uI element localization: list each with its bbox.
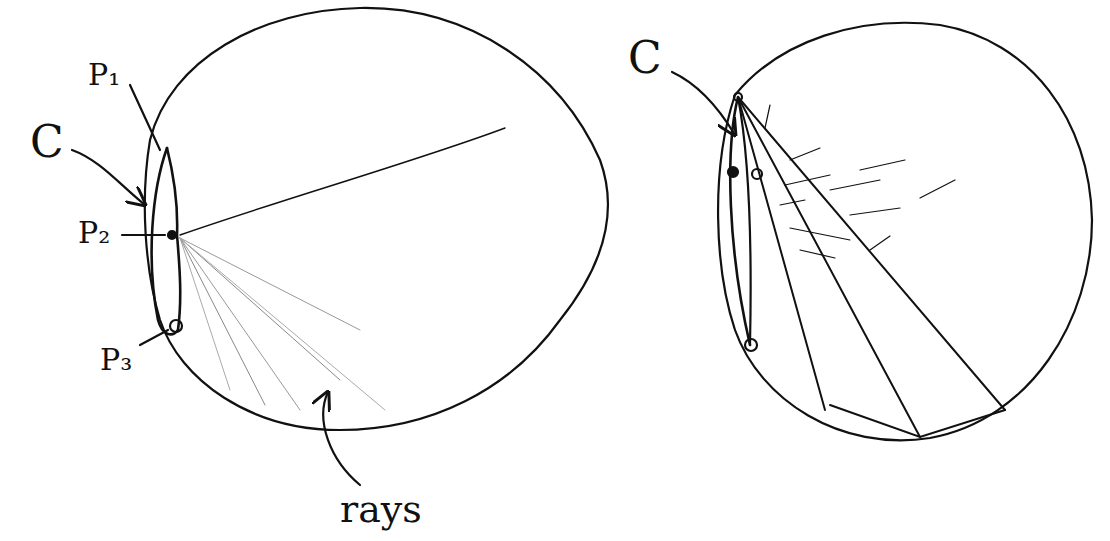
leader-line	[122, 234, 165, 236]
circle-outline	[718, 23, 1092, 440]
hatching	[765, 105, 955, 258]
curve-name: C	[628, 36, 662, 80]
point-name: P₁	[88, 60, 120, 90]
region-c	[167, 148, 180, 330]
point	[168, 231, 176, 239]
curve-name: C	[30, 120, 64, 164]
leader-arrow	[672, 72, 735, 135]
point	[170, 320, 182, 332]
triangulation	[738, 97, 1005, 437]
point	[745, 339, 757, 351]
point-name: P₃	[100, 345, 132, 375]
point	[728, 167, 738, 177]
region-c	[730, 97, 750, 345]
circle-outline	[145, 8, 608, 430]
leader-line	[130, 85, 160, 150]
rays	[180, 128, 505, 410]
leader-line	[140, 330, 168, 345]
leader-arrow	[323, 392, 360, 485]
callout-label: rays	[340, 490, 422, 528]
leader-arrow	[72, 150, 145, 205]
point-name: P₂	[78, 218, 110, 248]
